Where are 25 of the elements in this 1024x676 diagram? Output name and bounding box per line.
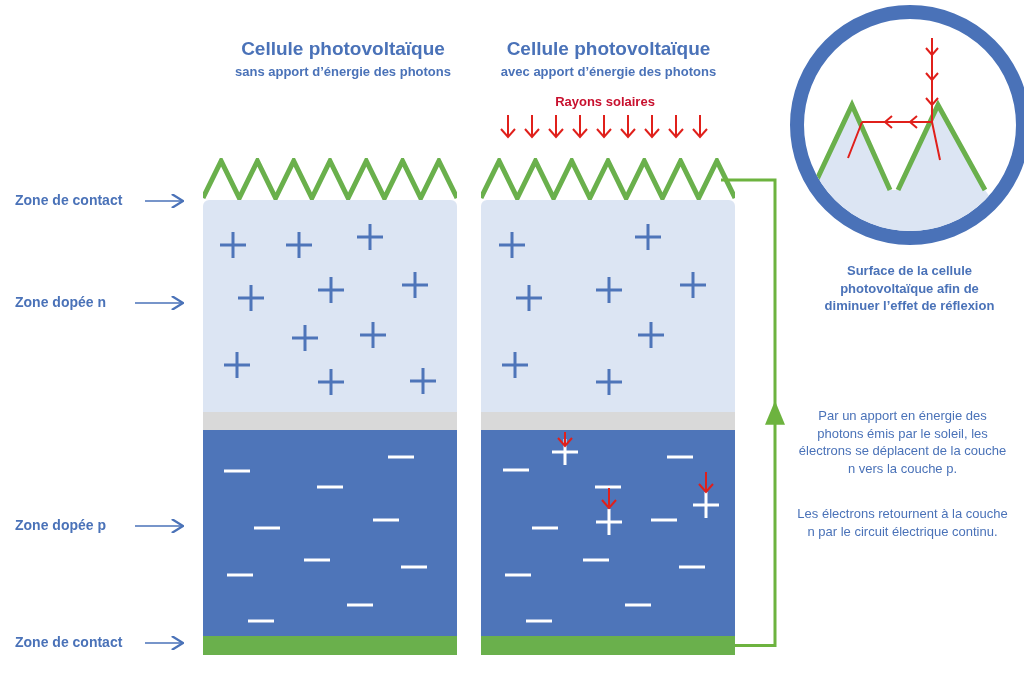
zone-label: Zone de contact bbox=[15, 634, 140, 652]
contact-bar bbox=[481, 636, 735, 655]
leader-arrow bbox=[134, 517, 185, 535]
cell-title: Cellule photovoltaïque bbox=[240, 37, 446, 61]
zone-label: Zone dopée n bbox=[15, 294, 130, 312]
explanation-text: Les électrons retournent à la couche n par le circuit électrique continu. bbox=[796, 505, 1009, 541]
p-doped-layer bbox=[481, 430, 735, 636]
n-doped-layer bbox=[481, 200, 735, 430]
circuit-wire bbox=[721, 178, 785, 647]
n-doped-layer bbox=[203, 200, 457, 430]
contact-zigzag bbox=[203, 158, 457, 200]
cell-subtitle: avec apport d’énergie des photons bbox=[499, 63, 718, 81]
p-doped-layer bbox=[203, 430, 457, 636]
leader-arrow bbox=[134, 294, 185, 312]
explanation-text: Par un apport en énergie des photons émis par le soleil, les électrons se déplacent de la couche n vers la couche p. bbox=[797, 407, 1008, 478]
leader-arrow bbox=[144, 634, 185, 652]
zone-label: Zone dopée p bbox=[15, 517, 130, 535]
contact-zigzag bbox=[481, 158, 735, 200]
inset-caption: Surface de la cellule photovoltaïque afin de diminuer l’effet de réflexion bbox=[823, 262, 996, 315]
cell-subtitle: sans apport d’énergie des photons bbox=[234, 63, 452, 81]
zone-label: Zone de contact bbox=[15, 192, 140, 210]
cell-title: Cellule photovoltaïque bbox=[505, 37, 712, 61]
contact-bar bbox=[203, 636, 457, 655]
rays-label: Rayons solaires bbox=[554, 93, 656, 111]
leader-arrow bbox=[144, 192, 185, 210]
